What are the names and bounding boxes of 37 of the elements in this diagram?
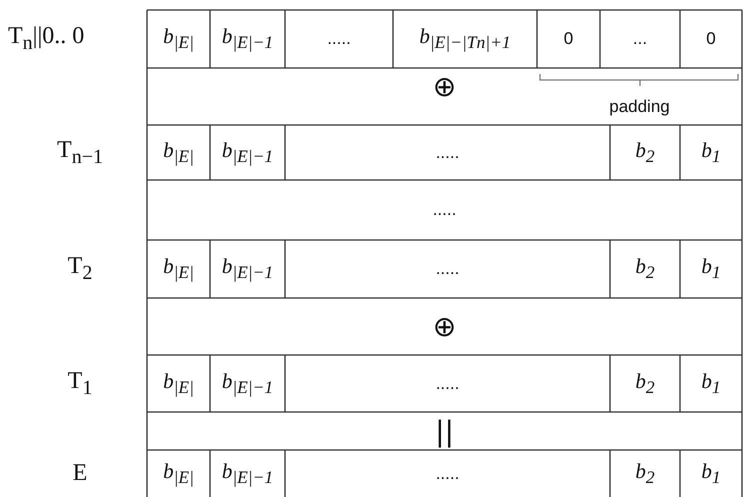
bit-label: b$_{1}$ [701,254,721,284]
bit-label: b$_{|E|−1}$ [222,254,274,284]
bit-label: b$_{|E|}$ [163,254,194,284]
bit-label: b$_{|E|−|Tn|+1}$ [419,24,511,54]
bit-label: b$_{2}$ [635,138,655,168]
ellipsis: ..... [436,464,460,484]
bit-label: b$_{1}$ [701,138,721,168]
bit-label: b$_{|E|}$ [163,24,194,54]
padding-bit: 0 [564,29,574,49]
row-label: E [72,460,88,487]
bit-label: b$_{|E|−1}$ [222,138,274,168]
row-label: T$_{2}$ [68,253,92,285]
bit-label: b$_{2}$ [635,254,655,284]
bit-label: b$_{1}$ [701,458,721,488]
ellipsis: ..... [432,200,456,220]
ellipsis: ..... [436,142,460,162]
padding-bit: 0 [706,29,716,49]
bit-label: b$_{1}$ [701,368,721,398]
bit-label: b$_{|E|}$ [163,458,194,488]
ellipsis: ..... [436,259,460,279]
ellipsis: ..... [436,374,460,394]
concat-symbol: || [435,414,454,448]
xor-symbol: ⊕ [432,70,456,102]
row-label: T$_{n−1}$ [57,136,103,168]
bit-label: b$_{|E|−1}$ [222,368,274,398]
bit-label: b$_{|E|}$ [163,368,194,398]
bit-label: b$_{|E|−1}$ [222,24,274,54]
xor-symbol: ⊕ [432,310,456,343]
bit-label: b$_{2}$ [635,368,655,398]
row-label: T$_{n}$||0.. 0 [8,23,84,55]
padding-label: padding [609,97,670,117]
bit-label: b$_{|E|−1}$ [222,458,274,488]
ellipsis: ... [632,29,648,49]
bit-label: b$_{2}$ [635,458,655,488]
bit-label: b$_{|E|}$ [163,138,194,168]
row-label: T$_{1}$ [68,368,92,400]
ellipsis: ..... [327,29,351,49]
